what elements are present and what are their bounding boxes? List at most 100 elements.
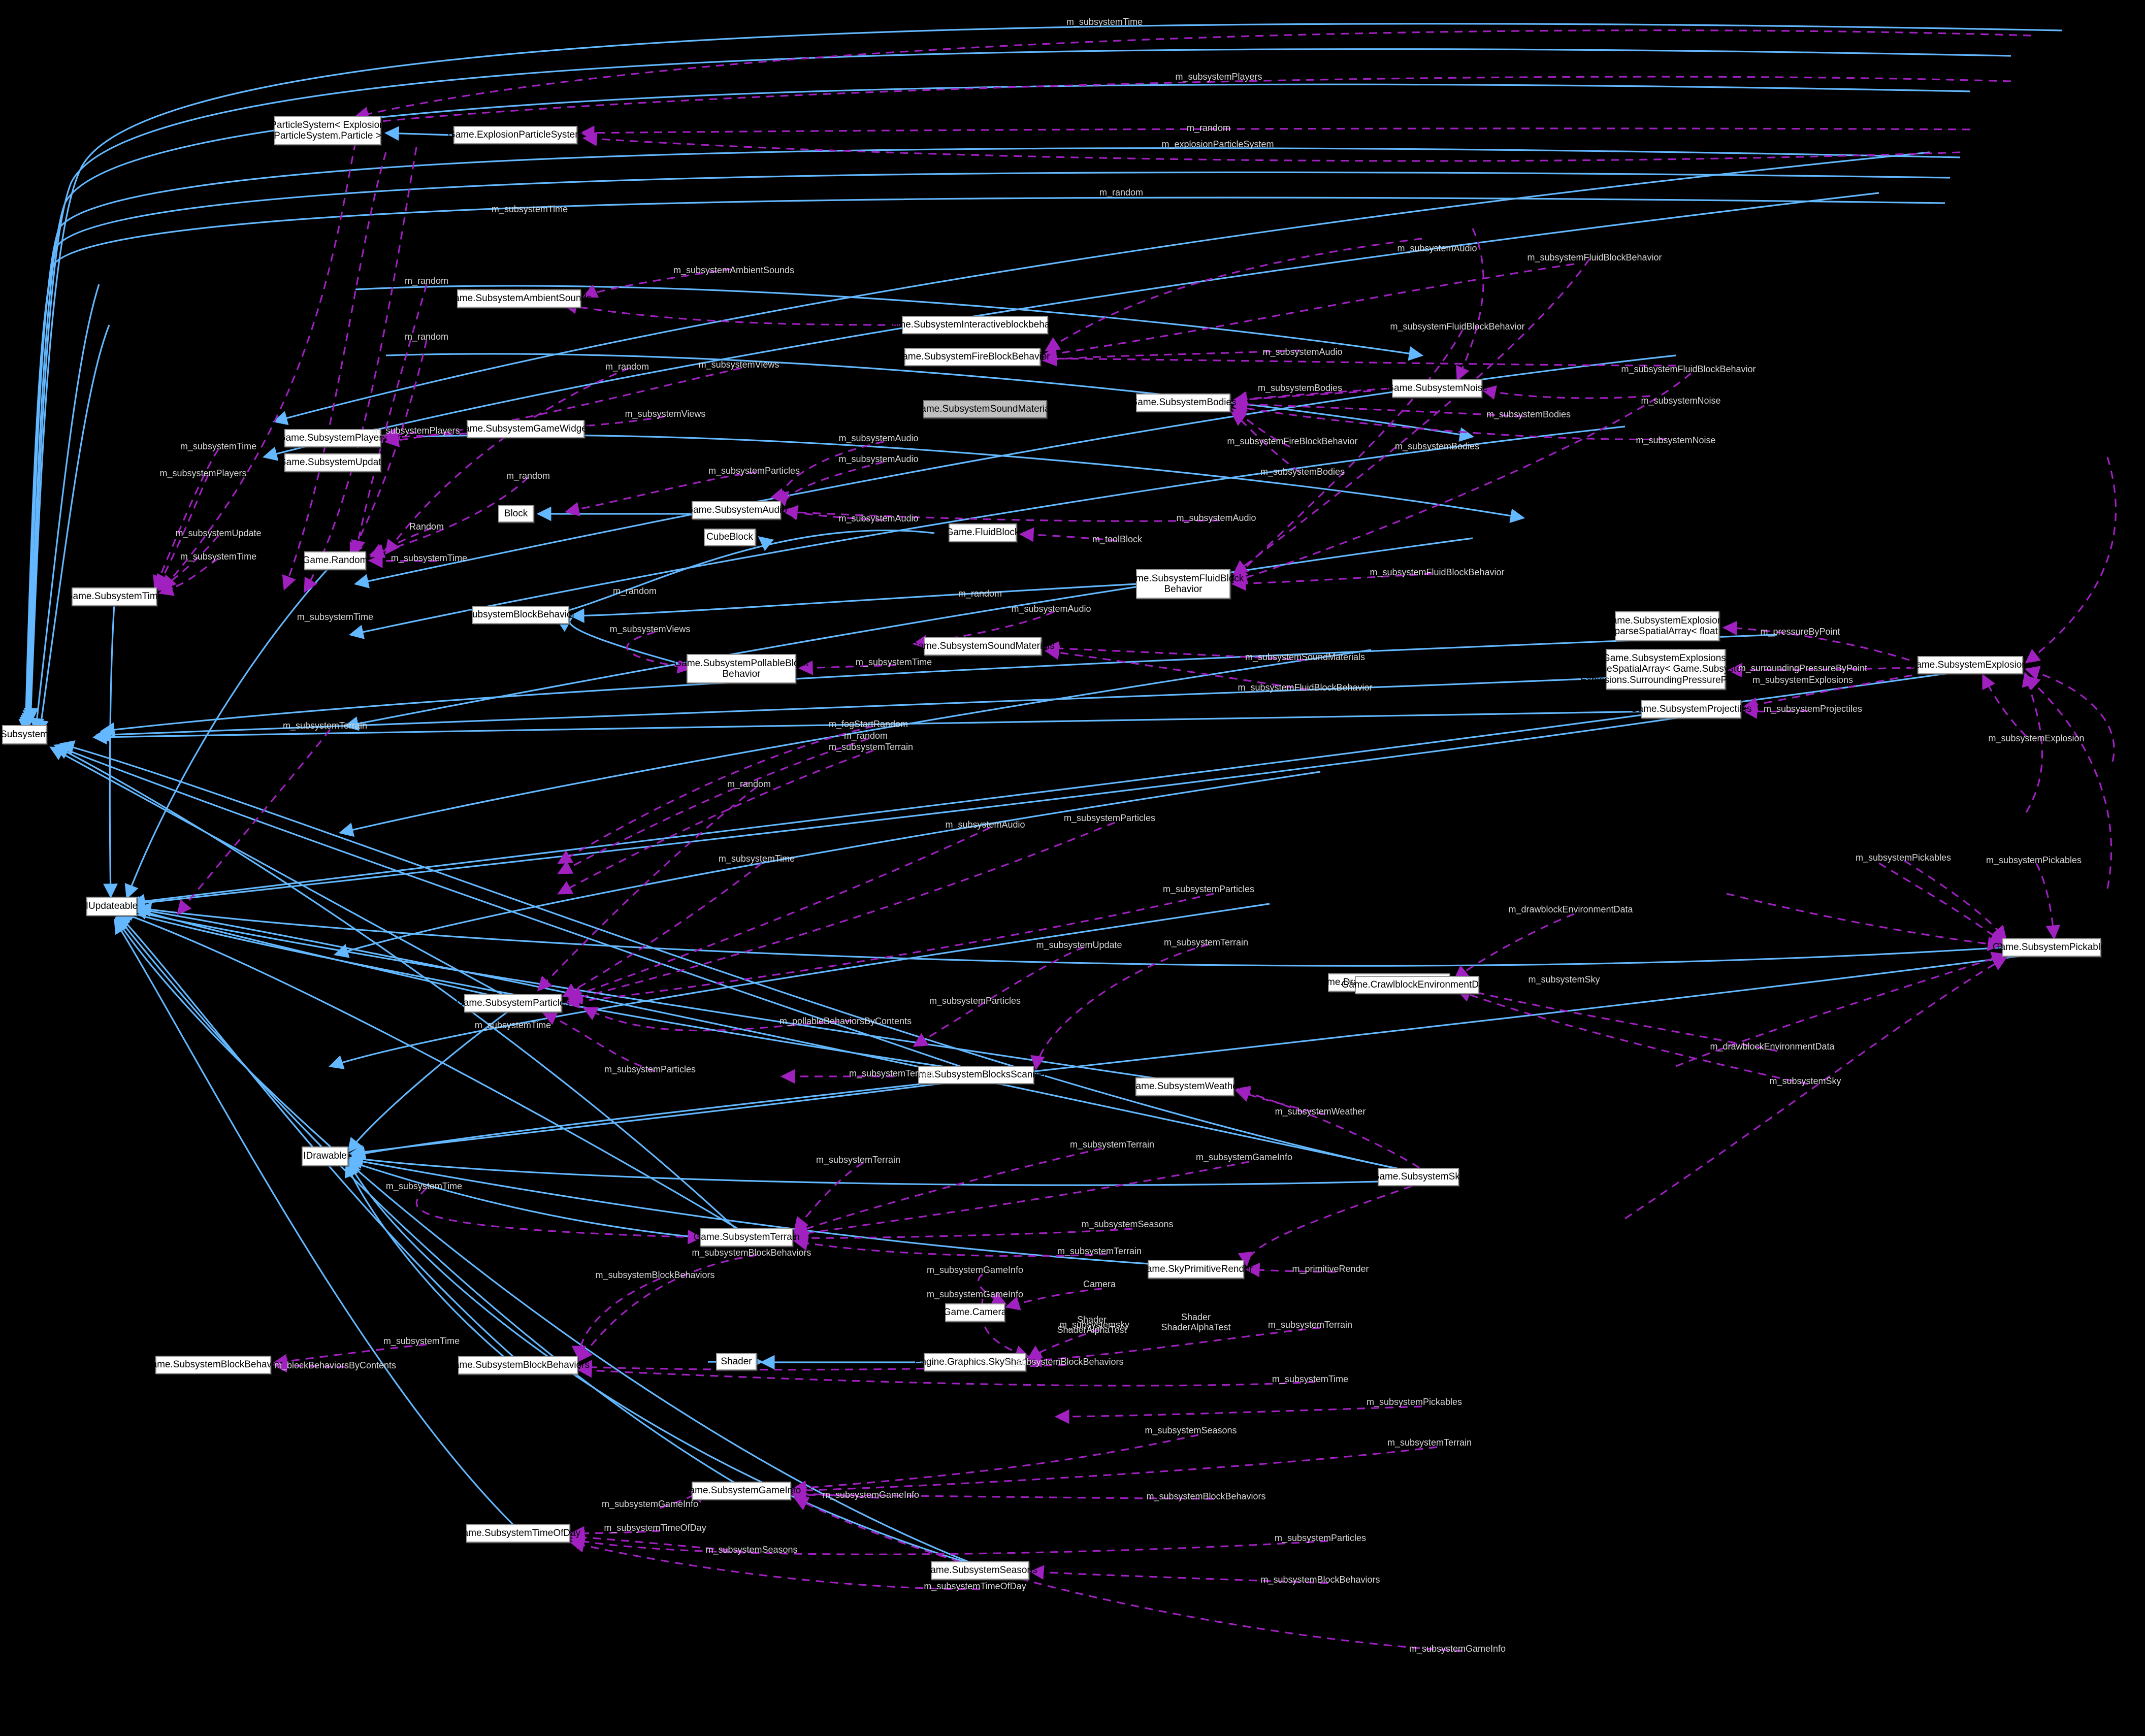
edge-label: m_subsystemViews <box>609 624 691 635</box>
edge-label: m_subsystemTime <box>180 441 257 452</box>
edge-label: Random <box>409 521 444 532</box>
edge-label: m_subsystemAmbientSounds <box>673 265 795 276</box>
edge-label: m_subsystemBodies <box>1260 467 1345 477</box>
edge-label: m_subsystemFluidBlockBehavior <box>1621 364 1756 375</box>
edge-label: m_subsystemUpdate <box>175 528 262 539</box>
edge-label: m_fogStartRandom <box>828 719 908 730</box>
graph-node-subsystempollableblockbehavior[interactable]: Game.SubsystemPollableBlock Behavior <box>674 654 809 683</box>
graph-node-subsystemgamewidgets[interactable]: Game.SubsystemGameWidgets <box>457 420 595 438</box>
graph-node-subsystemsky[interactable]: Game.SubsystemSky <box>1372 1168 1465 1186</box>
edge-label: m_random <box>727 779 771 790</box>
graph-node-shader[interactable]: Shader <box>716 1353 757 1370</box>
edge-label: m_subsystemProjectiles <box>1763 704 1863 714</box>
edge-label: m_random <box>404 276 449 286</box>
graph-node-block[interactable]: Block <box>498 505 534 522</box>
graph-node-game_camera[interactable]: Game.Camera <box>944 1303 1006 1322</box>
edge-label: m_random <box>1186 123 1231 134</box>
edge-label: m_random <box>1099 187 1144 198</box>
graph-node-idrawable[interactable]: IDrawable <box>302 1147 348 1166</box>
graph-node-subsystemblockbehavior_iface[interactable]: SubsystemBlockBehavior <box>466 606 575 624</box>
graph-node-subsystemaudio[interactable]: Game.SubsystemAudio <box>686 501 787 519</box>
edge-label: m_subsystemFireBlockBehavior <box>1227 436 1358 447</box>
graph-node-subsystemtimeofday[interactable]: Game.SubsystemTimeOfDay <box>456 1524 580 1543</box>
edge-label: m_drawblockEnvironmentData <box>1710 1041 1835 1052</box>
graph-node-iupdateable[interactable]: IUpdateable <box>86 897 138 916</box>
graph-node-subsystemweather[interactable]: Game.SubsystemWeather <box>1128 1077 1241 1096</box>
edge-label: m_subsystemParticles <box>929 996 1021 1006</box>
edge-label: Camera <box>1083 1279 1116 1290</box>
edge-label: m_subsystemGameInfo <box>1195 1152 1293 1163</box>
edge-label: m_subsystemBlockBehaviors <box>1004 1357 1124 1367</box>
edge-label: m_subsystemParticles <box>604 1064 696 1075</box>
graph-node-subsystemgameinfo[interactable]: Game.SubsystemGameInfo <box>682 1482 801 1500</box>
edge-label: m_subsystemGameInfo <box>926 1265 1024 1275</box>
edge-label: m_subsystemViews <box>625 409 706 419</box>
graph-node-subsystemseasons[interactable]: Game.SubsystemSeasons <box>923 1561 1037 1580</box>
edge-label: Shader ShaderAlphaTest <box>1057 1315 1127 1335</box>
graph-node-subsystembodies[interactable]: Game.SubsystemBodies <box>1130 394 1237 412</box>
edge-label: m_subsystemTerrain <box>1163 937 1249 948</box>
graph-node-cubeblock[interactable]: CubeBlock <box>704 529 756 546</box>
graph-node-subsystemambientsounds[interactable]: Game.SubsystemAmbientSounds <box>446 289 592 308</box>
graph-node-subsystemplayers[interactable]: Game.SubsystemPlayers <box>278 429 387 447</box>
graph-node-subsystemparticles[interactable]: Game.SubsystemParticles <box>456 994 570 1012</box>
edge-label: m_subsystemSeasons <box>705 1545 798 1555</box>
graph-node-subsystemupdate[interactable]: Game.SubsystemUpdate <box>279 453 386 472</box>
edge-label: m_random <box>605 362 649 372</box>
edge-label: m_blockBehaviorsByContents <box>274 1360 397 1371</box>
edge-label: m_subsystemAudio <box>1176 513 1256 523</box>
edge-label: m_random <box>612 586 657 597</box>
edge-label: m_subsystemPickables <box>1855 853 1952 863</box>
graph-node-subsystemsoundmaterials_b[interactable]: Game.SubsystemSoundMaterials <box>911 637 1055 656</box>
graph-node-subsystemfireblockbehavior[interactable]: Game.SubsystemFireBlockBehavior <box>895 348 1050 366</box>
graph-node-subsystempickables[interactable]: Game.SubsystemPickables <box>1993 938 2110 957</box>
edge-label: m_drawblockEnvironmentData <box>1508 904 1633 915</box>
graph-node-explosionparticlesystem[interactable]: Game.ExplosionParticleSystem <box>448 126 583 144</box>
graph-node-skyprimitiverender[interactable]: Game.SkyPrimitiveRender <box>1139 1260 1253 1279</box>
graph-node-subsystemterrain[interactable]: Game.SubsystemTerrain <box>693 1228 800 1247</box>
graph-node-subsystemexplosions[interactable]: Game.SubsystemExplosions <box>1909 656 2032 674</box>
graph-node-particlesystem_explosion[interactable]: ParticleSystem< Explosion ParticleSystem… <box>270 116 385 145</box>
graph-node-subsysteminteractiveblockbehavior[interactable]: Game.SubsystemInteractiveblockbehavior <box>885 316 1065 334</box>
graph-node-subsystem[interactable]: Subsystem <box>1 725 48 744</box>
graph-node-subsystemfluidblockbehavior[interactable]: Game.SubsystemFluidBlock Behavior <box>1123 569 1244 599</box>
graph-node-subsystemprojectiles[interactable]: Game.SubsystemProjectiles <box>1631 700 1751 718</box>
edge-label: m_subsystemTime <box>1066 17 1143 27</box>
edge-label: m_subsystemTime <box>391 553 468 564</box>
graph-node-game_random[interactable]: Game.Random <box>303 551 368 570</box>
edge-label: m_subsystemSeasons <box>1145 1425 1237 1436</box>
edge-label: m_subsystemFluidBlockBehavior <box>1238 682 1373 693</box>
edge-label: m_random <box>506 471 550 481</box>
edge-label: m_subsystemBlockBehaviors <box>692 1248 811 1258</box>
edge-label: m_random <box>958 588 1002 599</box>
inheritance-edges <box>18 23 2062 1567</box>
graph-node-subsystemblocksscanner[interactable]: Game.SubsystemBlocksScanner <box>905 1066 1047 1084</box>
edge-label: m_subsystemPlayers <box>1175 72 1262 82</box>
edge-label: m_subsystemTime <box>474 1020 551 1031</box>
graph-node-fluidblock[interactable]: Game.FluidBlock <box>946 523 1019 542</box>
graph-node-subsystemsoundmaterials_hl[interactable]: Game.SubsystemSoundMaterials <box>914 400 1057 418</box>
edge-label: m_subsystemBlockBehaviors <box>1260 1575 1380 1585</box>
graph-node-subsystemblockbehavior[interactable]: Game.SubsystemBlockBehavior <box>144 1356 282 1374</box>
edge-label: m_subsystemTerrain <box>1387 1437 1472 1448</box>
edge-label: m_subsystemBodies <box>1486 409 1571 420</box>
edge-label: m_subsystemTerrain <box>1057 1246 1142 1257</box>
edge-label: m_subsystemTerrain <box>282 720 368 731</box>
edge-label: m_subsystemAudio <box>838 513 919 524</box>
graph-node-skyshader[interactable]: Engine.Graphics.SkyShader <box>915 1353 1035 1371</box>
edge-label: m_subsystemNoise <box>1641 396 1721 406</box>
edge-label: m_subsystemTerrain <box>816 1155 901 1165</box>
edge-label: m_subsystemExplosions <box>1752 675 1854 685</box>
graph-node-crawlblockenvironmentdata[interactable]: Game.CrawlblockEnvironmentData <box>1342 976 1492 994</box>
edge-label: m_subsystemFluidBlockBehavior <box>1370 567 1505 578</box>
edge-label: m_random <box>404 332 449 342</box>
edge-label: m_subsystemAudio <box>945 820 1025 830</box>
graph-node-subsystemblockbehaviors[interactable]: Game.SubsystemBlockBehaviors <box>446 1356 590 1374</box>
graph-node-subsystemtime[interactable]: Game.SubsystemTime <box>66 587 163 606</box>
edge-label: m_random <box>843 731 888 741</box>
graph-node-subsystemnoise[interactable]: Game.SubsystemNoise <box>1386 379 1488 398</box>
edge-label: m_subsystemPlayers <box>159 468 247 479</box>
